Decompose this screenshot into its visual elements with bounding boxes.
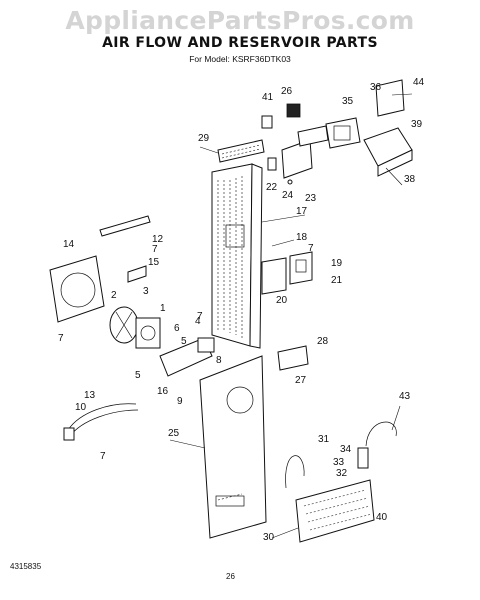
callout-18: 18 xyxy=(296,232,308,243)
callout-7: 7 xyxy=(197,311,203,322)
callout-44: 44 xyxy=(413,77,425,88)
callout-20: 20 xyxy=(276,295,288,306)
fan-assembly-part xyxy=(49,215,161,349)
callout-9: 9 xyxy=(177,396,183,407)
callout-25: 25 xyxy=(168,428,180,439)
callout-43: 43 xyxy=(399,391,411,402)
watermark: AppliancePartsPros.com xyxy=(65,6,415,35)
document-number: 4315835 xyxy=(10,562,42,571)
callout-6: 6 xyxy=(174,323,180,334)
motor-bracket-part xyxy=(159,337,215,377)
callout-2: 2 xyxy=(111,290,117,301)
page-number: 26 xyxy=(226,572,235,581)
bracket-part xyxy=(363,79,413,177)
callout-14: 14 xyxy=(63,239,75,250)
callout-40: 40 xyxy=(376,512,388,523)
callout-27: 27 xyxy=(295,375,307,386)
callout-16: 16 xyxy=(157,386,169,397)
callout-3: 3 xyxy=(143,286,149,297)
callout-10: 10 xyxy=(75,402,87,413)
callout-32: 32 xyxy=(336,468,348,479)
callout-39: 39 xyxy=(411,119,423,130)
callout-22: 22 xyxy=(266,182,278,193)
callout-28: 28 xyxy=(317,336,329,347)
callout-38: 38 xyxy=(404,174,416,185)
callout-15: 15 xyxy=(148,257,160,268)
callout-7: 7 xyxy=(100,451,106,462)
callout-30: 30 xyxy=(263,532,275,543)
leader-lines xyxy=(169,93,413,539)
callout-7: 7 xyxy=(58,333,64,344)
reservoir-part xyxy=(285,421,397,543)
callout-23: 23 xyxy=(305,193,317,204)
callout-21: 21 xyxy=(331,275,343,286)
knob-part xyxy=(261,115,273,129)
callout-34: 34 xyxy=(340,444,352,455)
model-subtitle: For Model: KSRF36DTK03 xyxy=(189,54,291,64)
cover-plate-part xyxy=(277,345,309,371)
callout-4: 4 xyxy=(195,316,201,327)
callout-29: 29 xyxy=(198,133,210,144)
callout-7: 7 xyxy=(152,244,158,255)
callout-12: 12 xyxy=(152,234,164,245)
callout-35: 35 xyxy=(342,96,354,107)
rear-cover-part xyxy=(199,355,267,539)
callout-7: 7 xyxy=(308,243,314,254)
callout-33: 33 xyxy=(333,457,345,468)
callout-31: 31 xyxy=(318,434,330,445)
air-duct-part xyxy=(211,163,263,349)
callout-36: 36 xyxy=(370,82,382,93)
callout-17: 17 xyxy=(296,206,308,217)
wire-harness-part xyxy=(63,403,139,441)
callout-5: 5 xyxy=(181,336,187,347)
callout-26: 26 xyxy=(281,86,293,97)
callout-13: 13 xyxy=(84,390,96,401)
bulb-part xyxy=(286,103,301,118)
callout-5: 5 xyxy=(135,370,141,381)
callout-24: 24 xyxy=(282,190,294,201)
callout-19: 19 xyxy=(331,258,343,269)
callout-1: 1 xyxy=(160,303,166,314)
control-bracket-part xyxy=(267,139,313,185)
callout-8: 8 xyxy=(216,355,222,366)
grille-part xyxy=(217,139,265,163)
damper-part xyxy=(261,239,313,295)
motor-part xyxy=(297,117,361,149)
page-title: AIR FLOW AND RESERVOIR PARTS xyxy=(102,35,378,51)
callout-41: 41 xyxy=(262,92,274,103)
